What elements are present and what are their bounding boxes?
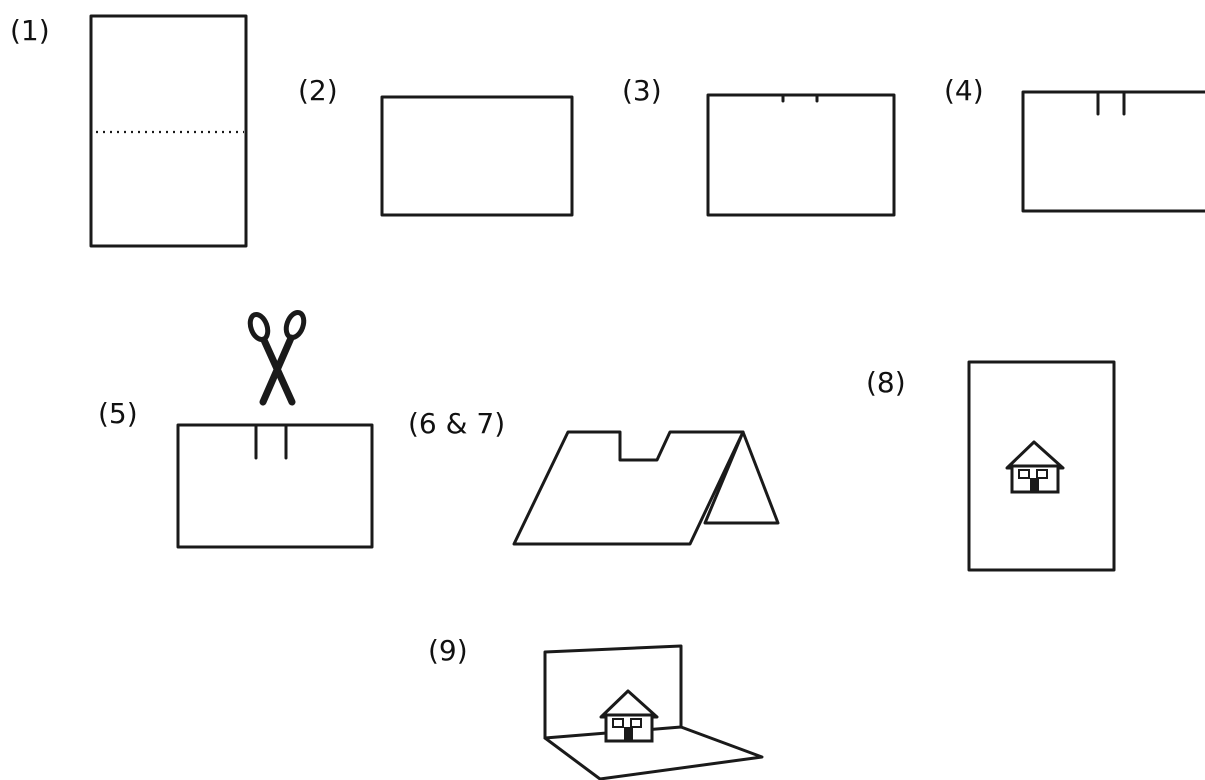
step-9-open-popup-card: (9)	[428, 634, 764, 780]
step-5-label: (5)	[98, 397, 138, 430]
step-5-cutting: (5)	[98, 309, 374, 549]
step-3-label: (3)	[622, 74, 662, 107]
step-2-label: (2)	[298, 74, 338, 107]
step-4-label: (4)	[944, 74, 984, 107]
card-front	[967, 360, 1116, 572]
folded-card	[1021, 90, 1205, 213]
step-6-7-label: (6 & 7)	[408, 407, 505, 440]
card-back-wall	[543, 644, 683, 740]
card-back-panel	[703, 430, 780, 525]
step-1-sheet-with-fold-line: (1)	[10, 14, 248, 248]
step-9-label: (9)	[428, 634, 468, 667]
folded-card	[380, 95, 574, 217]
house-icon	[1005, 440, 1065, 494]
house-icon	[599, 689, 659, 743]
step-8-label: (8)	[866, 366, 906, 399]
folded-card	[706, 93, 896, 217]
card-front-panel-with-tab	[512, 430, 745, 546]
step-2-folded-card: (2)	[298, 74, 574, 217]
folded-card	[176, 423, 374, 549]
step-8-card-with-house: (8)	[866, 360, 1116, 572]
scissors-icon	[247, 309, 307, 406]
step-6-7-standing-card: (6 & 7)	[408, 407, 780, 546]
step-3-marked-card: (3)	[622, 74, 896, 217]
step-1-label: (1)	[10, 14, 50, 47]
paper-sheet	[89, 14, 248, 248]
step-4-cut-lines-drawn: (4)	[944, 74, 1205, 213]
